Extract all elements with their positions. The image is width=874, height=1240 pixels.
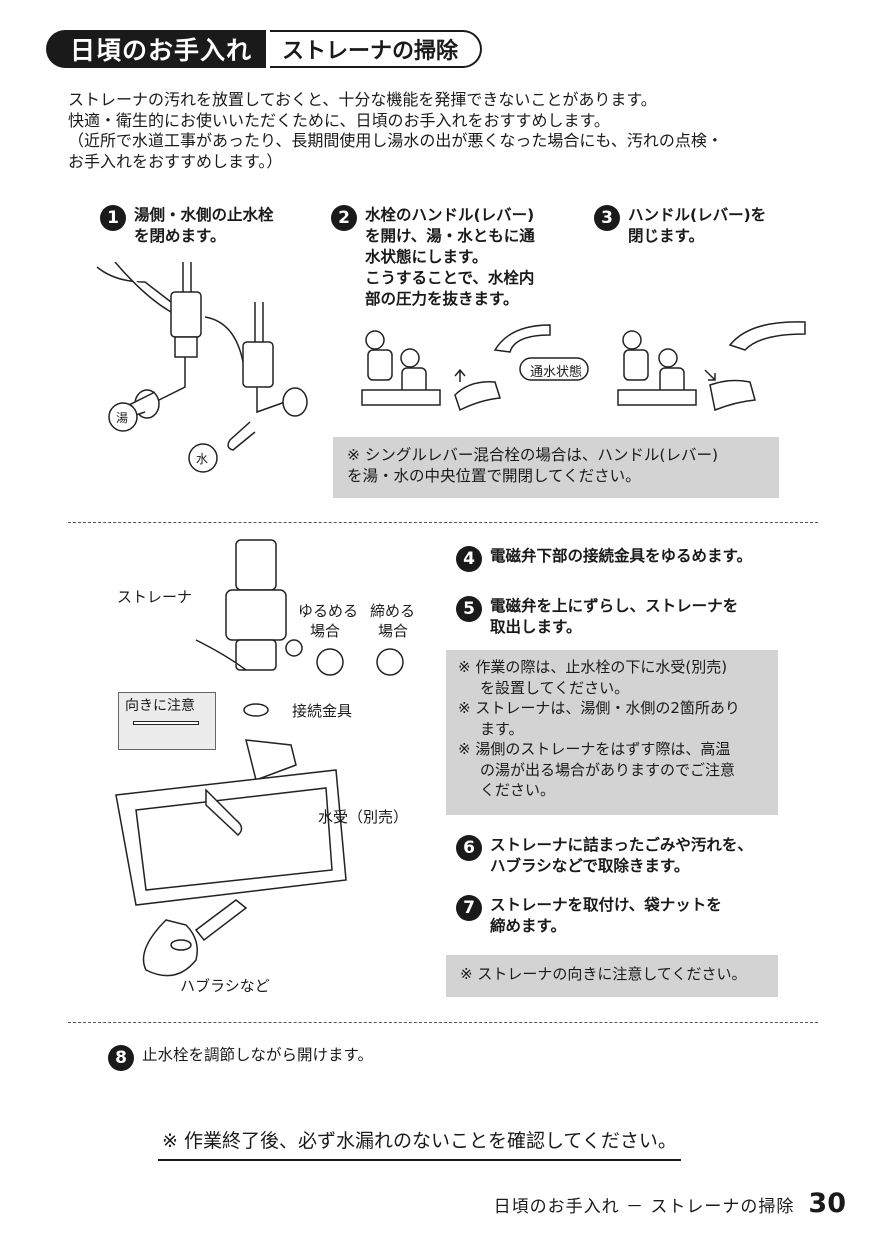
step-text: 湯側・水側の止水栓 [134,206,274,224]
direction-caution-label: 向きに注意 [125,698,195,714]
step-number: 6 [456,835,482,861]
note-line: ます。 [480,719,524,738]
step-text: 電磁弁を上にずらし、ストレーナを [490,597,739,615]
intro-line: ストレーナの汚れを放置しておくと、十分な機能を発揮できないことがあります。 [68,90,657,109]
cold-mark: 水 [196,452,209,466]
strainer-label: ストレーナ [117,588,193,606]
step-text: を開け、湯・水ともに通 [365,227,535,245]
note-line: ※ ストレーナの向きに注意してください。 [460,965,747,983]
step-text: こうすることで、水栓内 [365,269,535,287]
step-3: 3 ハンドル(レバー)を 閉じます。 [594,205,766,247]
strainer-profile-icon [133,721,199,725]
step-8: 8 止水栓を調節しながら開けます。 [108,1045,373,1071]
direction-inset: 向きに注意 [118,692,216,750]
divider [68,1022,818,1023]
footer-title: 日頃のお手入れ － ストレーナの掃除 [493,1197,795,1217]
step-6: 6 ストレーナに詰まったごみや汚れを、 ハブラシなどで取除きます。 [456,835,753,877]
toothbrush-label: ハブラシなど [180,977,270,995]
step-text: ストレーナに詰まったごみや汚れを、 [490,836,753,854]
section-title: 日頃のお手入れ [46,30,267,68]
step-text: 電磁弁下部の接続金具をゆるめます。 [490,547,752,565]
step-text: 締めます。 [490,917,566,935]
rotation-arrows-icon [316,648,404,676]
step-number: 7 [456,895,482,921]
intro-line: （近所で水道工事があったり、長期間使用し湯水の出が悪くなった場合にも、汚れの点検… [68,131,723,150]
tighten-label: 締める [370,602,416,620]
step-text: 閉じます。 [628,227,704,245]
single-lever-note: ※ シングルレバー混合栓の場合は、ハンドル(レバー) を湯・水の中央位置で開閉し… [333,437,779,498]
tighten-label: 場合 [378,622,409,640]
step-text: ハブラシなどで取除きます。 [490,857,690,875]
step-text: ストレーナを取付け、袋ナットを [490,896,722,914]
step-number: 1 [100,205,126,231]
step-1: 1 湯側・水側の止水栓 を閉めます。 [100,205,274,247]
intro-line: お手入れをおすすめします。） [68,151,283,171]
step-4: 4 電磁弁下部の接続金具をゆるめます。 [456,546,752,572]
intro-line: 快適・衛生的にお使いいただくために、日頃のお手入れをおすすめします。 [68,110,610,130]
note-line: ※ 作業の際は、止水栓の下に水受(別売) [458,658,728,676]
step-number: 2 [331,205,357,231]
step-5: 5 電磁弁を上にずらし、ストレーナを 取出します。 [456,596,738,638]
note-line: ください。 [480,781,556,799]
step-2: 2 水栓のハンドル(レバー) を開け、湯・水ともに通 水状態にします。 こうする… [331,205,535,310]
note-line: ※ シングルレバー混合栓の場合は、ハンドル(レバー) [347,446,719,464]
divider [68,522,818,523]
step-text: ハンドル(レバー)を [628,206,767,224]
page-footer: 日頃のお手入れ － ストレーナの掃除 30 [494,1188,846,1219]
step-number: 4 [456,546,482,572]
step-text: 取出します。 [490,618,582,636]
fitting-label: 接続金具 [292,702,353,720]
work-note: ※ 作業の際は、止水栓の下に水受(別売) を設置してください。 ※ ストレーナは… [446,650,778,815]
page-number: 30 [808,1188,846,1219]
hot-mark: 湯 [116,411,129,425]
step-text: を閉めます。 [134,227,226,245]
topic-title: ストレーナの掃除 [270,30,483,68]
final-warning: ※ 作業終了後、必ず水漏れのないことを確認してください。 [158,1126,681,1161]
shutoff-valves-illustration [96,262,308,473]
direction-note: ※ ストレーナの向きに注意してください。 [446,955,778,997]
strainer-removal-illustration [115,539,347,977]
loosen-label: 場合 [310,622,341,640]
loosen-label: ゆるめる [298,602,359,620]
step-text: 止水栓を調節しながら開けます。 [142,1046,373,1064]
note-line: の湯が出る場合がありますのでご注意 [480,760,736,779]
intro-text: ストレーナの汚れを放置しておくと、十分な機能を発揮できないことがあります。 快適… [68,90,848,172]
flow-state-label: 通水状態 [530,365,583,380]
step-number: 8 [108,1045,134,1071]
step-7: 7 ストレーナを取付け、袋ナットを 締めます。 [456,895,722,937]
note-line: ※ 湯側のストレーナをはずす際は、高温 [458,740,731,758]
step-text: 水状態にします。 [365,248,488,266]
step-text: 部の圧力を抜きます。 [365,290,519,308]
step-number: 3 [594,205,620,231]
step-text: 水栓のハンドル(レバー) [365,206,535,224]
water-tray-label: 水受（別売） [318,808,409,826]
step-number: 5 [456,596,482,622]
note-line: を設置してください。 [480,678,630,697]
note-line: を湯・水の中央位置で開閉してください。 [347,467,641,485]
note-line: ※ ストレーナは、湯側・水側の2箇所あり [458,699,740,717]
page-header: 日頃のお手入れ ストレーナの掃除 [46,30,483,68]
faucets-illustration [361,321,806,412]
